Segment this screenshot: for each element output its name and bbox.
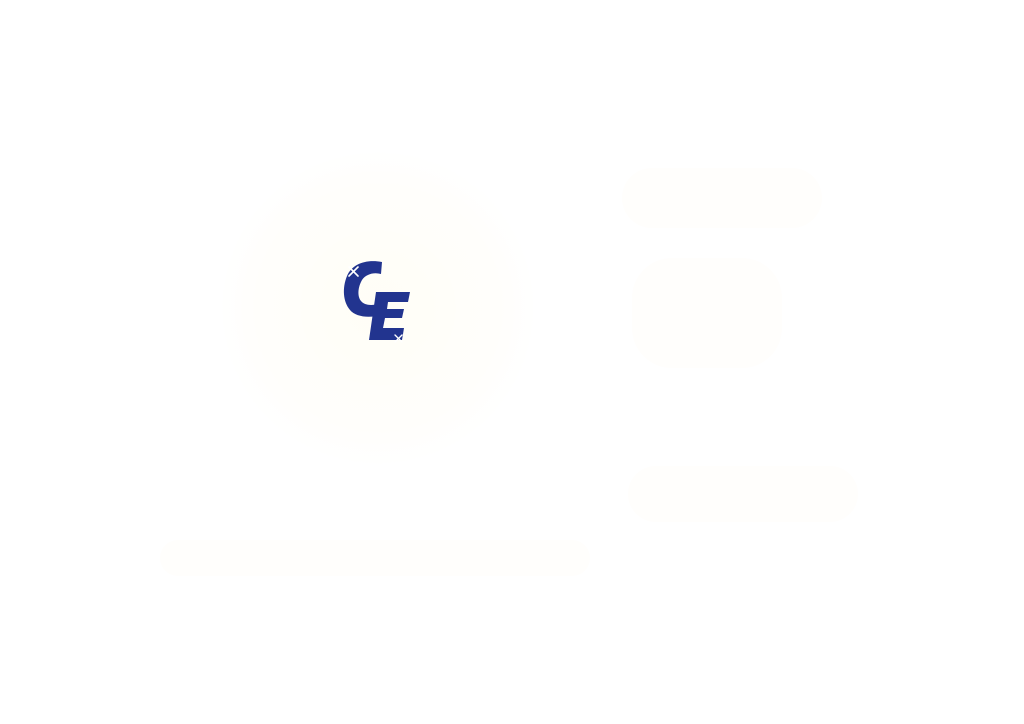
sparkle-icon [348,266,359,277]
sparkle-icon [394,334,403,343]
faint-decoration [622,168,822,228]
faint-decoration [160,540,590,576]
faint-decoration [632,258,782,368]
faint-decoration [628,466,858,522]
logo-letter-c [343,261,382,317]
ce-logo-icon [343,261,410,343]
logo-letter-e [369,292,410,340]
